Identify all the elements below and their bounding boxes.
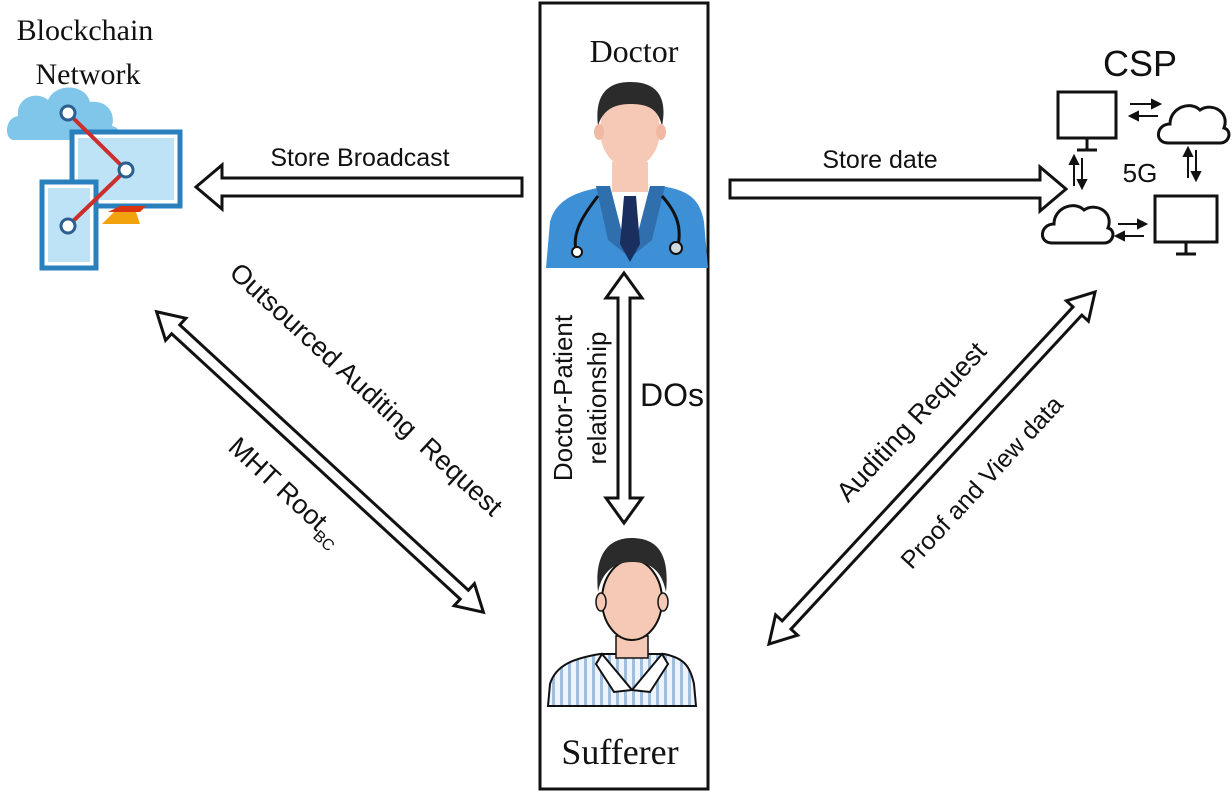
- csp-network-icon: [1041, 90, 1231, 256]
- network-5g-label: 5G: [1123, 158, 1158, 188]
- dos-label: DOs: [640, 377, 704, 413]
- doctor-patient-label-line2: relationship: [582, 332, 612, 465]
- monitor-icon: [1153, 194, 1219, 244]
- doctor-patient-label-line1: Doctor-Patient: [548, 314, 578, 481]
- auditing-request-arrow: [766, 289, 1098, 647]
- blockchain-network-icon: [6, 87, 183, 271]
- doctor-node: Doctor: [546, 33, 708, 268]
- blockchain-label-line2: Network: [36, 58, 141, 91]
- mht-root-label: MHT RootBC: [219, 431, 349, 555]
- store-date-arrow: [728, 163, 1069, 215]
- doctor-label: Doctor: [590, 33, 679, 69]
- cloud-icon: [1157, 104, 1231, 145]
- store-date-label: Store date: [822, 146, 937, 174]
- mht-root-text: MHT Root: [223, 431, 334, 536]
- csp-node: CSP 5G: [1041, 43, 1231, 256]
- csp-label: CSP: [1103, 43, 1177, 84]
- cloud-icon: [1041, 204, 1115, 245]
- blockchain-label-line1: Blockchain: [17, 14, 154, 47]
- central-box: [538, 1, 710, 791]
- outsourced-auditing-arrow: [154, 309, 486, 615]
- store-broadcast-arrow: [193, 161, 524, 213]
- doctor-avatar-icon: [546, 82, 708, 268]
- monitor-icon: [1056, 90, 1118, 140]
- sufferer-label: Sufferer: [561, 732, 678, 772]
- sync-arrows: [1068, 98, 1202, 242]
- sufferer-avatar-icon: [546, 538, 698, 707]
- store-broadcast-label: Store Broadcast: [270, 144, 449, 172]
- blockchain-node: Blockchain Network: [6, 14, 183, 271]
- doctor-patient-arrow: [603, 270, 645, 526]
- sufferer-node: Sufferer: [546, 538, 698, 772]
